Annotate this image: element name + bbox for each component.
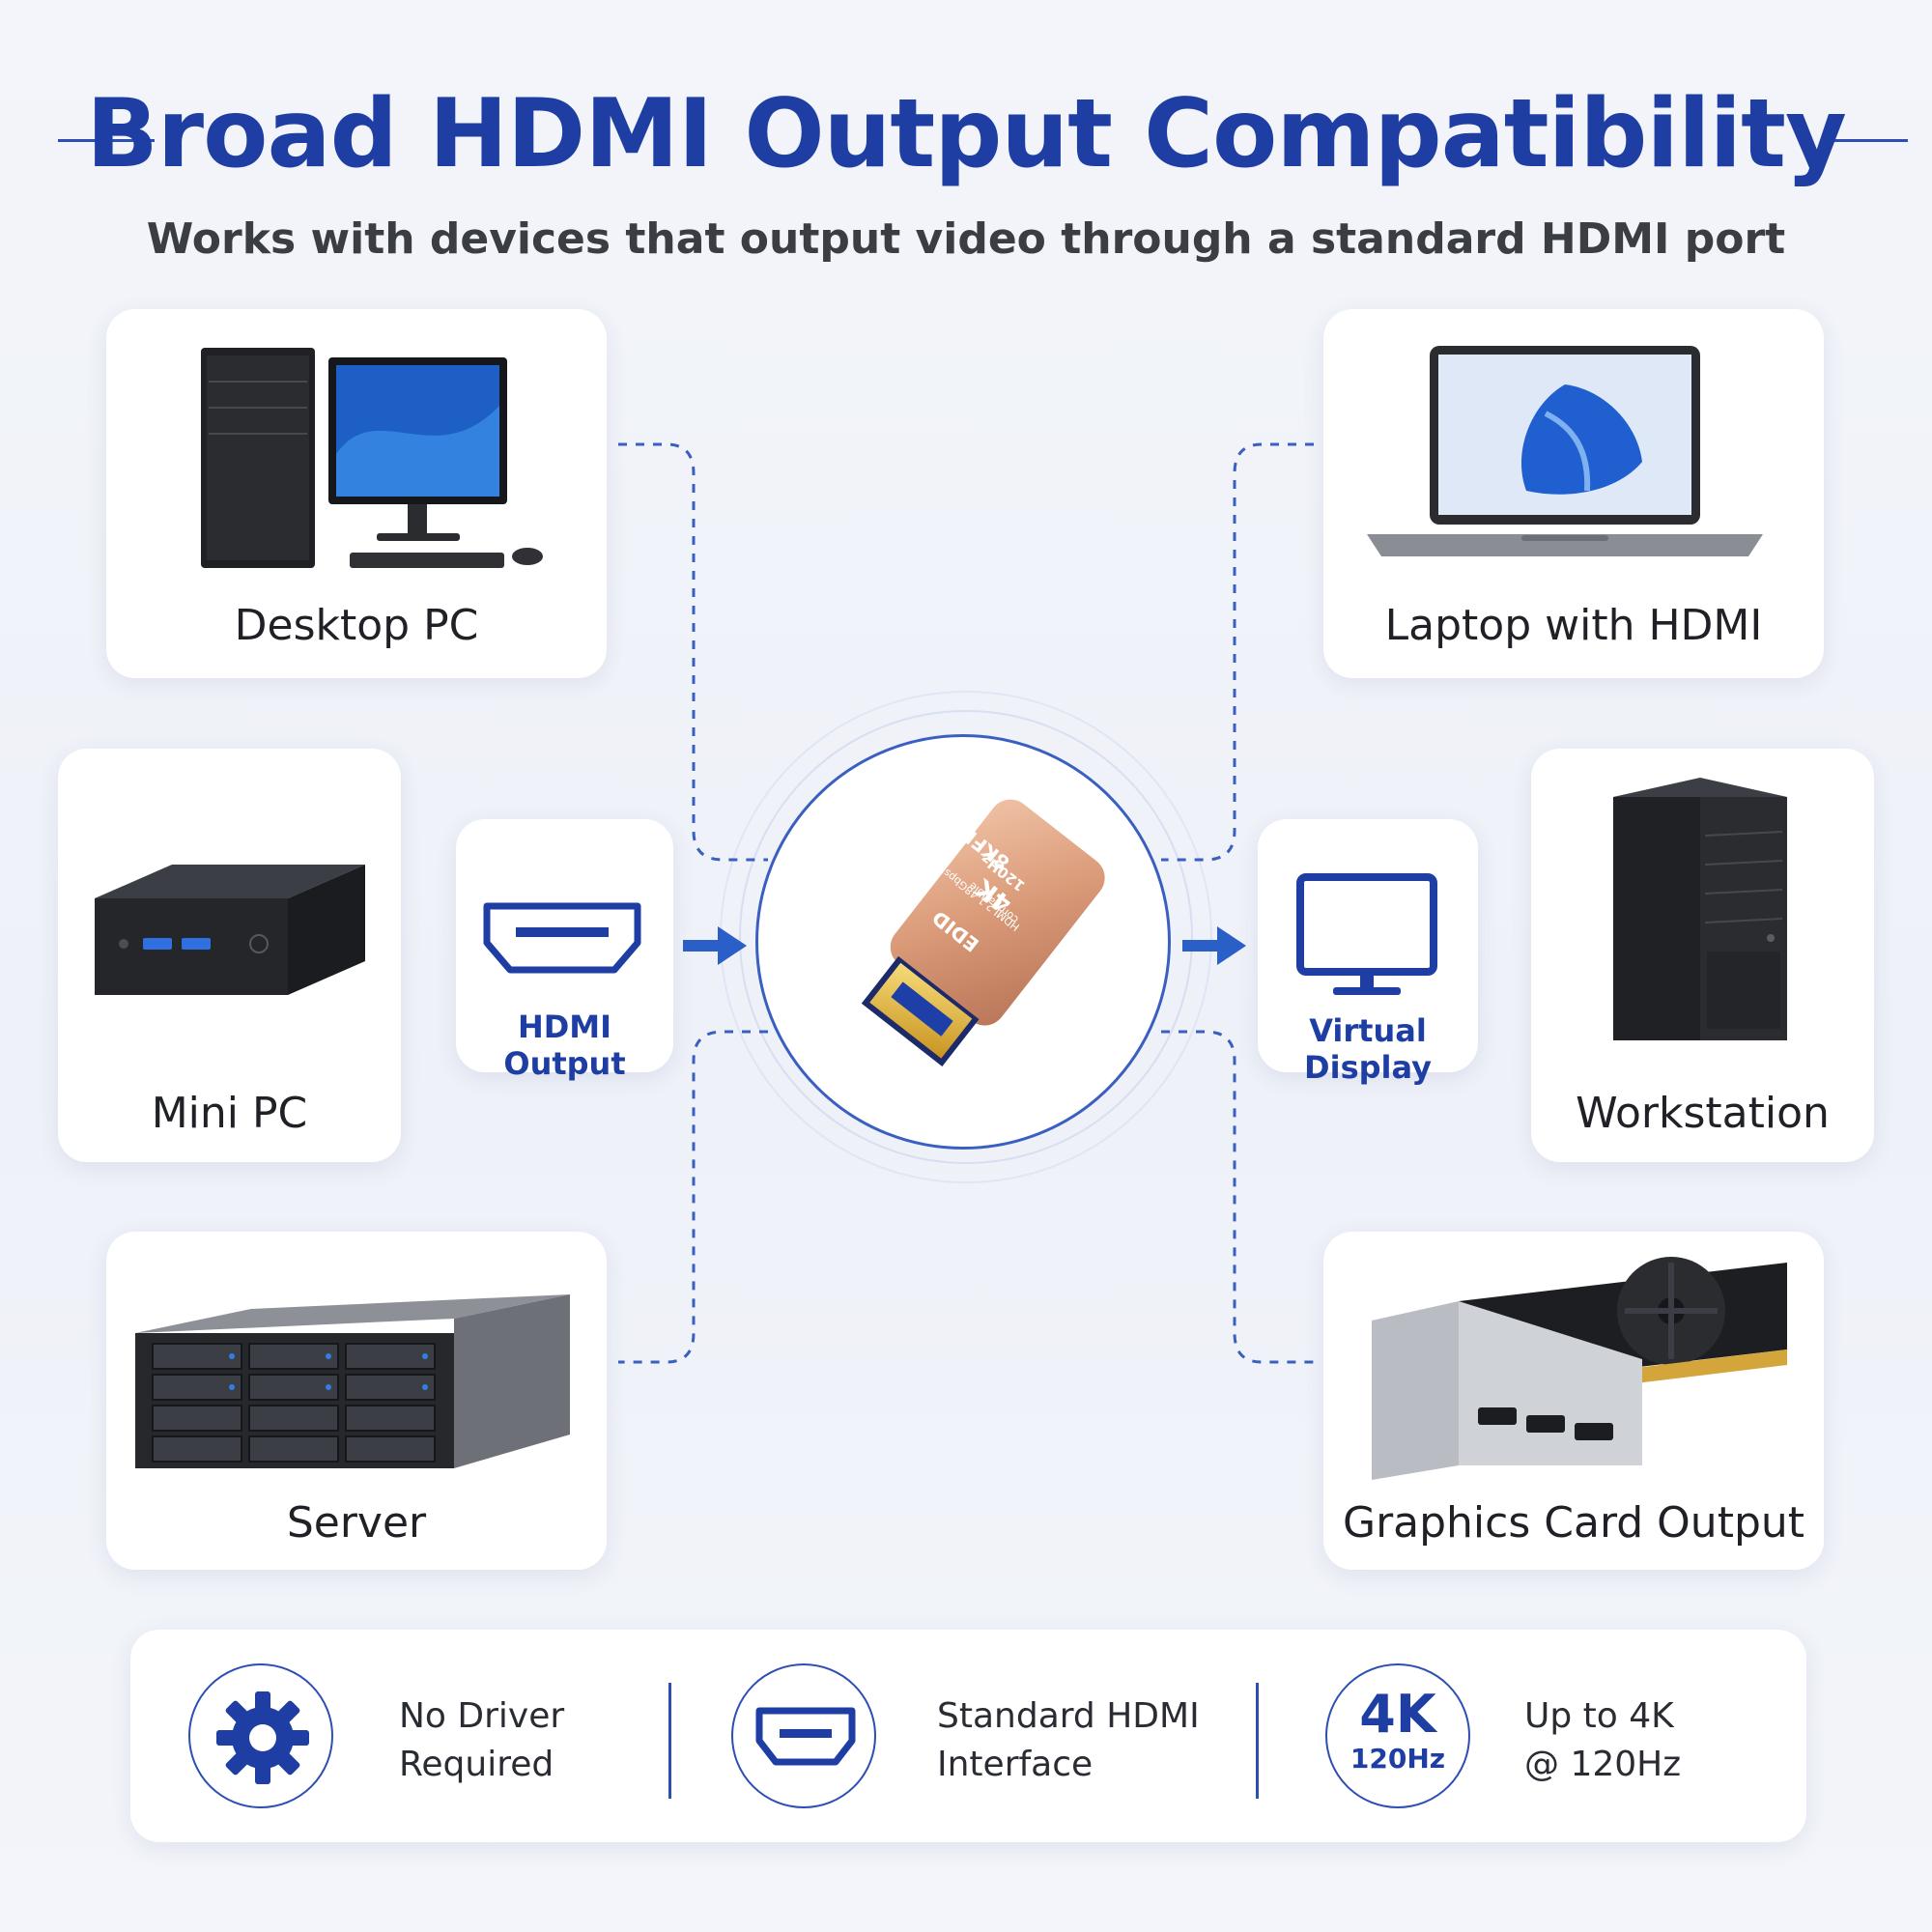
center-glow-ring <box>739 710 1193 1164</box>
card-workstation: Workstation <box>1531 749 1874 1162</box>
graphics-card-icon <box>1372 1257 1787 1480</box>
feature-text-standard-hdmi: Standard HDMI Interface <box>937 1692 1200 1789</box>
center-glow-ring <box>720 691 1212 1183</box>
card-label-mini-pc: Mini PC <box>151 1089 308 1138</box>
title-rule-right <box>1831 139 1908 142</box>
feature-line: Up to 4K <box>1524 1696 1674 1736</box>
card-laptop: Laptop with HDMI <box>1323 309 1824 678</box>
4k-icon-small: 120Hz <box>1350 1743 1446 1775</box>
mini-pc-icon <box>95 865 365 995</box>
badge-label-hdmi-output: HDMI Output <box>503 1009 626 1082</box>
hdmi-port-icon <box>483 902 641 974</box>
badge-hdmi-output: HDMI Output <box>456 819 673 1082</box>
4k-icon-big: 4K <box>1359 1684 1436 1745</box>
hdmi-port-icon <box>755 1707 856 1766</box>
features-panel <box>130 1630 1806 1842</box>
badge-label-virtual-display: Virtual Display <box>1304 1012 1432 1086</box>
desktop-pc-icon <box>201 348 543 568</box>
feature-divider <box>1256 1683 1259 1799</box>
card-server: Server <box>106 1232 607 1570</box>
feature-line: Standard HDMI <box>937 1696 1200 1736</box>
badge-virtual-display: Virtual Display <box>1258 819 1478 1086</box>
feature-divider <box>668 1683 671 1799</box>
feature-icon-circle: 4K 120Hz <box>1325 1663 1470 1808</box>
gear-icon <box>216 1691 309 1784</box>
page-subtitle: Works with devices that output video thr… <box>146 214 1786 264</box>
feature-icon-circle <box>731 1663 876 1808</box>
monitor-icon <box>1296 873 1437 995</box>
4k-icon: 4K 120Hz <box>1327 1687 1468 1776</box>
card-label-laptop: Laptop with HDMI <box>1384 601 1763 650</box>
card-graphics-card: Graphics Card Output <box>1323 1232 1824 1570</box>
title-rule-left <box>58 139 155 142</box>
workstation-icon <box>1613 778 1787 1040</box>
card-label-desktop-pc: Desktop PC <box>234 601 479 650</box>
page-title: Broad HDMI Output Compatibility <box>86 79 1847 189</box>
server-icon <box>135 1294 570 1468</box>
feature-line: Interface <box>937 1745 1094 1784</box>
laptop-icon <box>1367 346 1763 556</box>
card-label-server: Server <box>286 1498 427 1548</box>
card-label-workstation: Workstation <box>1576 1089 1830 1138</box>
hdmi-adapter-image <box>861 799 1105 1067</box>
feature-icon-circle <box>188 1663 333 1808</box>
feature-line: No Driver <box>399 1696 565 1736</box>
feature-text-4k: Up to 4K @ 120Hz <box>1524 1692 1681 1789</box>
card-mini-pc: Mini PC <box>58 749 401 1162</box>
card-label-graphics-card: Graphics Card Output <box>1342 1498 1805 1548</box>
card-desktop-pc: Desktop PC <box>106 309 607 678</box>
feature-line: @ 120Hz <box>1524 1745 1682 1784</box>
feature-line: Required <box>399 1745 554 1784</box>
feature-text-no-driver: No Driver Required <box>399 1692 564 1789</box>
